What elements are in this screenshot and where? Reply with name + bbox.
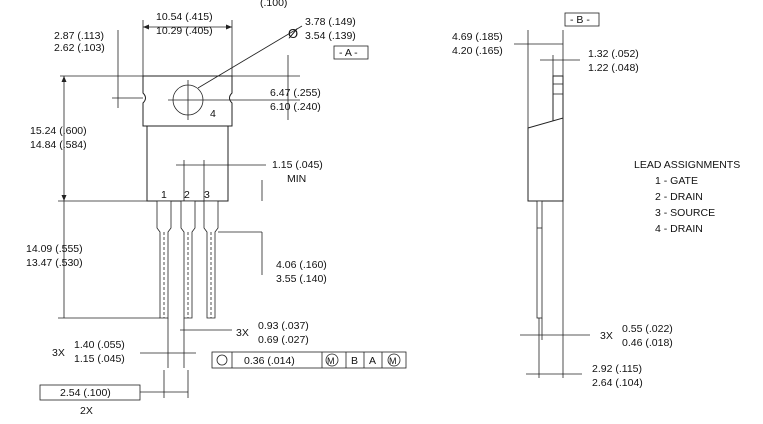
- side-lead-mult: 3X: [600, 330, 613, 342]
- pin-number-3: 3: [204, 189, 210, 201]
- datum-b-label: - B -: [570, 14, 590, 26]
- side-body: [527, 117, 564, 202]
- datum-a-label: - A -: [339, 47, 358, 59]
- side-lead-max: 0.55 (.022): [622, 323, 673, 335]
- body-height-max: 15.24 (.600): [30, 125, 87, 137]
- side-body-min: 4.20 (.165): [452, 45, 503, 57]
- side-tab-min: 1.22 (.048): [588, 62, 639, 74]
- pin-number-4: 4: [210, 108, 216, 120]
- lead-thick-mult: 3X: [236, 327, 249, 339]
- tol-mod-2: M: [389, 356, 397, 366]
- body-height-min: 14.84 (.584): [30, 139, 87, 151]
- lead-width-mult: 3X: [52, 347, 65, 359]
- pin-number-1: 1: [161, 189, 167, 201]
- tolerance-frame: ⊕ 0.36 (.014) M B A M: [211, 351, 407, 369]
- side-lead-min: 0.46 (.018): [622, 337, 673, 349]
- side-offset-max: 2.92 (.115): [592, 363, 642, 375]
- tol-value: 0.36 (.014): [244, 355, 295, 367]
- side-view: - B - 4.69 (.185) 4.20 (.165) 1.32 (.052…: [452, 12, 673, 389]
- hole-leader-line: [197, 25, 303, 89]
- hole-symbol: Ø: [288, 26, 298, 41]
- package-body-outline: [146, 125, 229, 202]
- pin-number-2: 2: [184, 189, 190, 201]
- side-body-max: 4.69 (.185): [452, 31, 503, 43]
- tol-datum-b: B: [351, 355, 358, 367]
- tab-thick-max: 2.87 (.113): [54, 30, 104, 42]
- lead-length-min: 13.47 (.530): [26, 257, 83, 269]
- lead-offset-min: 3.55 (.140): [276, 273, 327, 285]
- lead-assignment-3: 3 - SOURCE: [655, 207, 715, 219]
- tol-datum-a: A: [369, 355, 376, 367]
- lead-offset-max: 4.06 (.160): [276, 259, 327, 271]
- lead-length-max: 14.09 (.555): [26, 243, 83, 255]
- pitch-mult: 2X: [80, 405, 93, 417]
- pitch-value: 2.54 (.100): [60, 387, 111, 399]
- side-offset-min: 2.64 (.104): [592, 377, 643, 389]
- lead-gap-value: 1.15 (.045): [272, 159, 323, 171]
- pitch-box: [39, 384, 141, 401]
- lead-assignment-1: 1 - GATE: [655, 175, 698, 187]
- datum-a-box: [333, 45, 369, 60]
- lead-assignments-title: LEAD ASSIGNMENTS: [634, 159, 740, 171]
- tol-mod-1: M: [327, 356, 335, 366]
- tab-height-min: 6.10 (.240): [270, 101, 321, 113]
- tab-width-min: 10.29 (.405): [156, 25, 213, 37]
- lead-thick-min: 0.69 (.027): [258, 334, 309, 346]
- header-partial-text: (.100): [260, 0, 287, 9]
- tab-height-max: 6.47 (.255): [270, 87, 321, 99]
- lead-width-min: 1.15 (.045): [74, 353, 125, 365]
- tab-thick-min: 2.62 (.103): [54, 42, 105, 54]
- lead-gap-note: MIN: [287, 173, 306, 185]
- lead-assignment-2: 2 - DRAIN: [655, 191, 703, 203]
- package-tab-outline: [142, 75, 233, 127]
- lead-assignment-4: 4 - DRAIN: [655, 223, 703, 235]
- side-tab-max: 1.32 (.052): [588, 48, 639, 60]
- hole-dia-max: 3.78 (.149): [305, 16, 356, 28]
- tab-width-max: 10.54 (.415): [156, 11, 213, 23]
- lead-thick-max: 0.93 (.037): [258, 320, 309, 332]
- side-lead: [536, 200, 543, 319]
- lead-width-max: 1.40 (.055): [74, 339, 125, 351]
- front-view: 1 2 3 4 10.54 (.415) 10.29 (.405) 2.87 (…: [26, 11, 407, 417]
- lead-assignments: LEAD ASSIGNMENTS 1 - GATE 2 - DRAIN 3 - …: [634, 159, 740, 235]
- hole-dia-min: 3.54 (.139): [305, 30, 356, 42]
- datum-b-box: [564, 12, 600, 27]
